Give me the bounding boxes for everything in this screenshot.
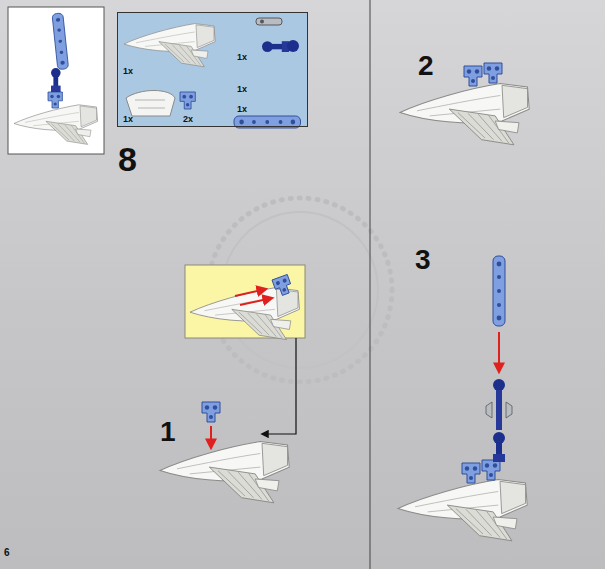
page-number: 6	[4, 548, 10, 558]
part-quantity: 1x	[237, 85, 247, 94]
parts-list-box: 1x 1x 1x 1x 2x 1x	[117, 12, 308, 127]
step-number: 2	[418, 52, 434, 80]
part-quantity: 1x	[237, 105, 247, 114]
step-number: 8	[118, 142, 137, 176]
part-quantity: 1x	[123, 115, 133, 124]
step-number: 3	[415, 246, 431, 274]
step-number: 1	[160, 418, 176, 446]
part-quantity: 1x	[237, 53, 247, 62]
part-quantity: 2x	[183, 115, 193, 124]
part-quantity: 1x	[123, 67, 133, 76]
